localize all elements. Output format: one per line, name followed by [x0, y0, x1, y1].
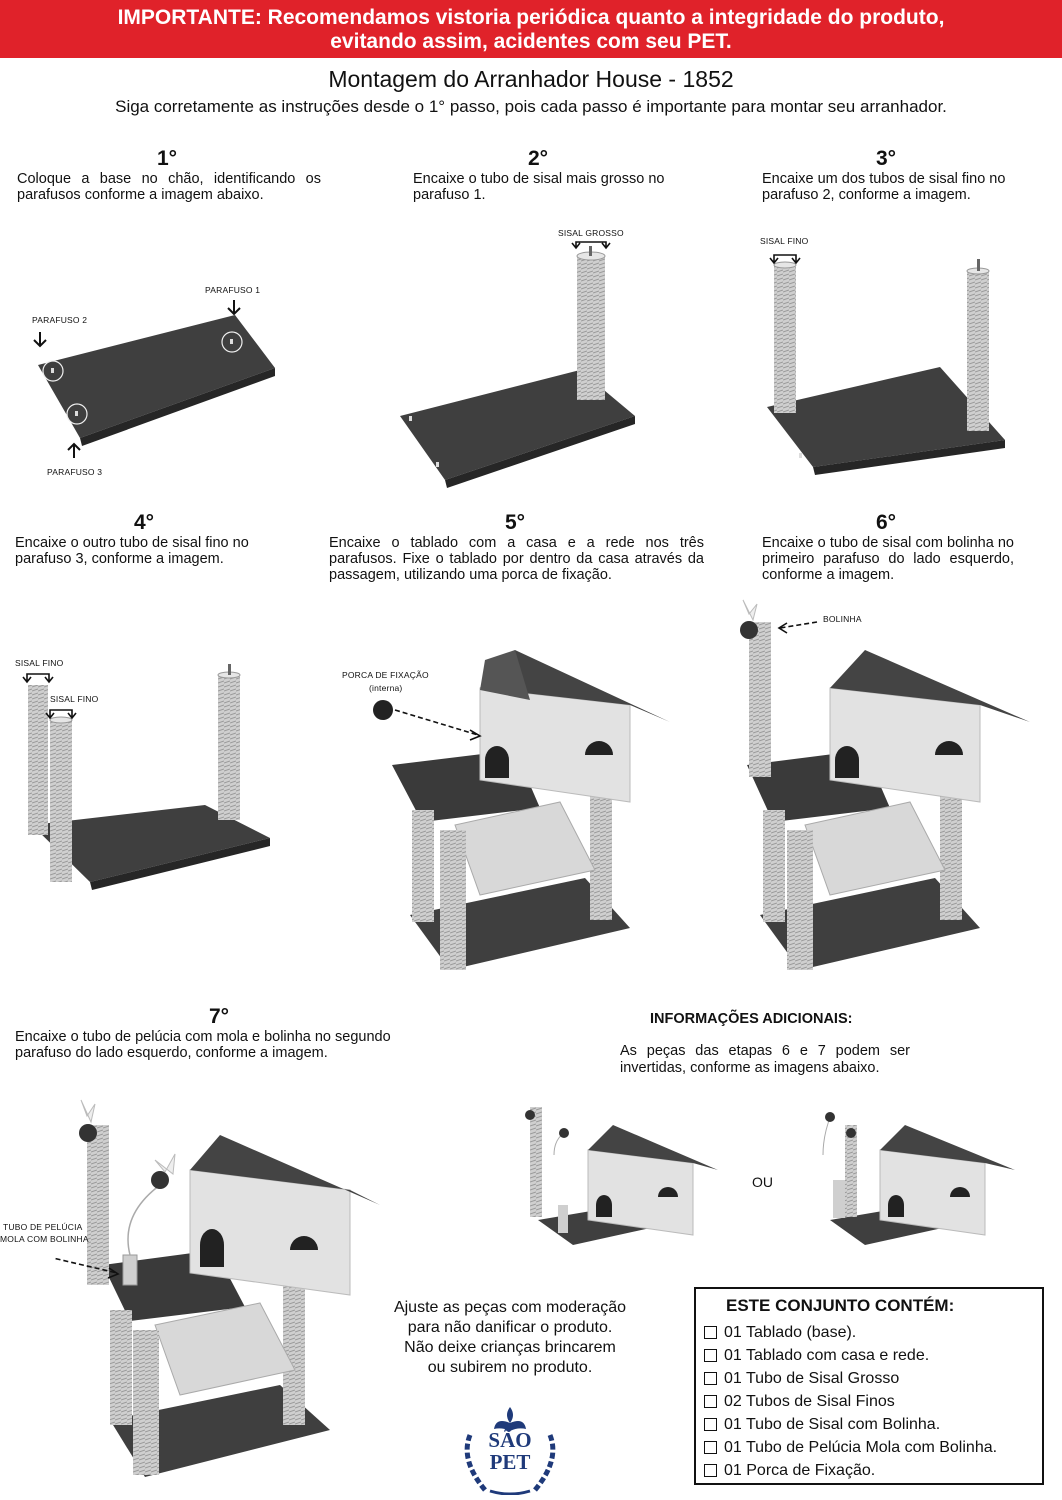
kit-item: 01 Tubo de Pelúcia Mola com Bolinha.	[704, 1436, 997, 1459]
logo-line-1: SÃO	[488, 1428, 532, 1452]
checkbox-icon	[704, 1418, 717, 1431]
step-7-number: 7°	[209, 1005, 230, 1028]
kit-list: 01 Tablado (base). 01 Tablado com casa e…	[704, 1321, 997, 1482]
kit-item: 01 Tablado (base).	[704, 1321, 997, 1344]
step-1-number: 1°	[157, 147, 178, 170]
kit-item: 02 Tubos de Sisal Finos	[704, 1390, 997, 1413]
warning-banner: IMPORTANTE: Recomendamos vistoria periód…	[0, 0, 1062, 58]
checkbox-icon	[704, 1349, 717, 1362]
label-sisal-fino-4b: SISAL FINO	[50, 694, 99, 704]
label-interna: (interna)	[369, 683, 403, 693]
page-title: Montagem do Arranhador House - 1852	[328, 66, 734, 92]
step-6-text: Encaixe o tubo de sisal com bolinha no p…	[762, 535, 1014, 583]
label-tubo-pelucia-1: TUBO DE PELÚCIA	[3, 1222, 83, 1232]
safety-line-4: ou subirem no produto.	[427, 1359, 593, 1376]
info-text: As peças das etapas 6 e 7 podem ser inve…	[620, 1043, 910, 1076]
logo-line-2: PET	[489, 1450, 531, 1474]
step-2-illustration	[400, 241, 635, 488]
fleur-de-lis-icon	[464, 1407, 556, 1495]
step-3-illustration	[767, 254, 1005, 475]
variant-a-illustration	[525, 1107, 718, 1245]
step-4-illustration	[22, 664, 270, 890]
label-parafuso-1: PARAFUSO 1	[205, 285, 261, 295]
label-sisal-fino-3: SISAL FINO	[760, 236, 809, 246]
checkbox-icon	[704, 1395, 717, 1408]
label-sisal-fino-4a: SISAL FINO	[15, 658, 64, 668]
checkbox-icon	[704, 1326, 717, 1339]
kit-item: 01 Tablado com casa e rede.	[704, 1344, 997, 1367]
kit-contents-box: ESTE CONJUNTO CONTÉM: 01 Tablado (base).…	[694, 1287, 1044, 1485]
step-3-number: 3°	[876, 147, 897, 170]
checkbox-icon	[704, 1372, 717, 1385]
safety-notice: Ajuste as peças com moderação para não d…	[360, 1298, 660, 1378]
step-1-illustration	[33, 300, 275, 458]
label-bolinha: BOLINHA	[823, 614, 862, 624]
label-parafuso-3: PARAFUSO 3	[47, 467, 103, 477]
step-1-text: Coloque a base no chão, identificando os…	[17, 171, 321, 203]
step-5-number: 5°	[505, 511, 526, 534]
info-title: INFORMAÇÕES ADICIONAIS:	[650, 1011, 853, 1027]
warning-line-2: evitando assim, acidentes com seu PET.	[330, 30, 732, 53]
safety-line-1: Ajuste as peças com moderação	[393, 1299, 627, 1316]
kit-item: 01 Tubo de Sisal Grosso	[704, 1367, 997, 1390]
or-text: OU	[752, 1174, 773, 1190]
step-4-number: 4°	[134, 511, 155, 534]
sao-pet-logo: SÃO PET	[450, 1405, 570, 1495]
step-5-text: Encaixe o tablado com a casa e a rede no…	[329, 535, 704, 583]
variant-b-illustration	[822, 1112, 1015, 1245]
checkbox-icon	[704, 1464, 717, 1477]
page-subtitle: Siga corretamente as instruções desde o …	[115, 97, 947, 116]
step-2-text: Encaixe o tubo de sisal mais grosso no p…	[413, 171, 665, 203]
step-7-text: Encaixe o tubo de pelúcia com mola e bol…	[15, 1029, 391, 1061]
step-4-text: Encaixe o outro tubo de sisal fino no pa…	[15, 535, 249, 567]
label-tubo-pelucia-2: MOLA COM BOLINHA	[0, 1234, 89, 1244]
kit-title: ESTE CONJUNTO CONTÉM:	[726, 1296, 955, 1315]
warning-line-1: IMPORTANTE: Recomendamos vistoria periód…	[117, 6, 945, 29]
label-parafuso-2: PARAFUSO 2	[32, 315, 88, 325]
step-5-illustration	[373, 650, 670, 970]
step-3-text: Encaixe um dos tubos de sisal fino no pa…	[762, 171, 1006, 203]
safety-line-3: Não deixe crianças brincarem	[404, 1339, 616, 1356]
step-7-illustration	[55, 1099, 380, 1477]
label-porca-fixacao: PORCA DE FIXAÇÃO	[342, 670, 429, 680]
kit-item: 01 Tubo de Sisal com Bolinha.	[704, 1413, 997, 1436]
label-sisal-grosso: SISAL GROSSO	[558, 228, 624, 238]
step-6-number: 6°	[876, 511, 897, 534]
step-6-illustration	[740, 599, 1030, 970]
kit-item: 01 Porca de Fixação.	[704, 1459, 997, 1482]
checkbox-icon	[704, 1441, 717, 1454]
safety-line-2: para não danificar o produto.	[407, 1319, 613, 1336]
step-2-number: 2°	[528, 147, 549, 170]
